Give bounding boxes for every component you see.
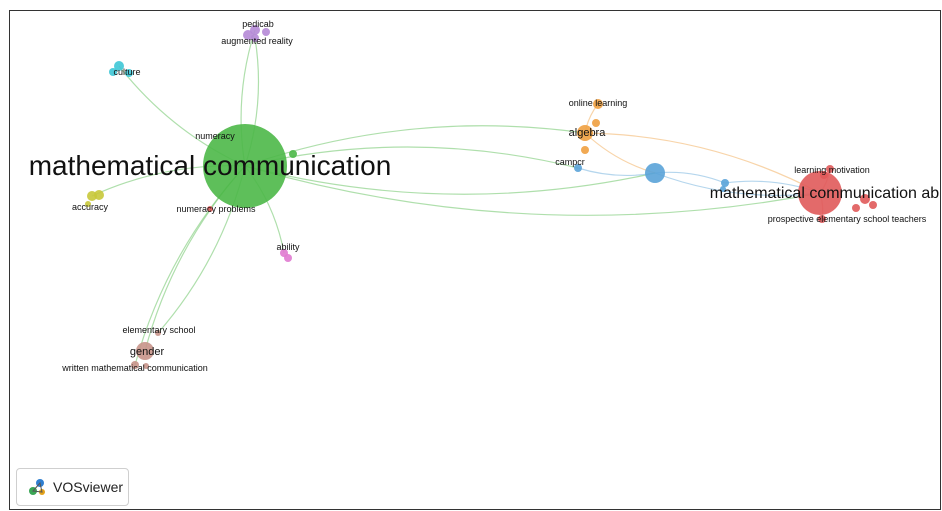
node-minor-14[interactable]	[720, 186, 726, 192]
node-mc[interactable]	[203, 124, 287, 208]
vosviewer-logo[interactable]: VOSviewer	[16, 468, 129, 506]
node-campcr[interactable]	[574, 164, 582, 172]
label-numeracy-problems[interactable]: numeracy problems	[176, 204, 256, 214]
link-algebra-blue_hub	[584, 132, 656, 174]
node-minor-15[interactable]	[143, 363, 149, 369]
node-culture[interactable]	[114, 61, 124, 71]
link-mc-mca	[244, 165, 821, 216]
node-elementary-school[interactable]	[155, 330, 161, 336]
link-mc-algebra	[244, 125, 586, 167]
label-gender[interactable]: gender	[130, 346, 165, 358]
node-ability[interactable]	[280, 249, 288, 257]
node-augmented-reality[interactable]	[251, 34, 259, 42]
vosviewer-icon	[29, 479, 45, 495]
node-accuracy[interactable]	[87, 191, 97, 201]
label-accuracy[interactable]: accuracy	[72, 202, 109, 212]
label-pedicab[interactable]: pedicab	[242, 19, 274, 29]
node-minor-12[interactable]	[852, 204, 860, 212]
node-learning-motivation[interactable]	[826, 165, 834, 173]
node-gender[interactable]	[136, 342, 154, 360]
node-layer	[85, 25, 877, 369]
link-mc-blue_hub	[244, 165, 656, 195]
label-wmc[interactable]: written mathematical communication	[61, 363, 208, 373]
label-pest[interactable]: prospective elementary school teachers	[768, 214, 927, 224]
label-augmented-reality[interactable]: augmented reality	[221, 36, 293, 46]
label-campcr[interactable]: campcr	[555, 157, 585, 167]
brand-name: VOSviewer	[53, 479, 124, 495]
label-ability[interactable]: ability	[276, 242, 300, 252]
node-minor-4[interactable]	[125, 69, 133, 77]
link-mc-campcr	[244, 146, 579, 169]
network-visualization[interactable]: mathematical communication mathematical c…	[9, 10, 941, 510]
node-minor-10[interactable]	[860, 194, 870, 204]
label-elementary-school[interactable]: elementary school	[122, 325, 195, 335]
node-minor-9[interactable]	[581, 146, 589, 154]
link-algebra-mca	[584, 132, 821, 194]
node-blue-small[interactable]	[721, 179, 729, 187]
label-algebra[interactable]: algebra	[569, 127, 607, 139]
node-online-learning[interactable]	[593, 99, 603, 109]
node-minor-3[interactable]	[109, 68, 117, 76]
label-learning-motivation[interactable]: learning motivation	[794, 165, 870, 175]
node-algebra[interactable]	[577, 125, 593, 141]
label-culture[interactable]: culture	[113, 67, 140, 77]
node-pest[interactable]	[818, 215, 826, 223]
node-minor-0[interactable]	[289, 150, 297, 158]
label-mca[interactable]: mathematical communication abilit	[710, 185, 941, 202]
network-canvas[interactable]: mathematical communication mathematical c…	[10, 11, 941, 510]
node-wmc[interactable]	[131, 361, 139, 369]
node-minor-11[interactable]	[869, 201, 877, 209]
node-pedicab[interactable]	[250, 25, 260, 35]
node-blue-hub[interactable]	[645, 163, 665, 183]
label-layer: mathematical communication mathematical c…	[29, 19, 941, 373]
node-minor-1[interactable]	[243, 30, 253, 40]
node-minor-8[interactable]	[592, 119, 600, 127]
label-numeracy[interactable]: numeracy	[195, 131, 235, 141]
node-mca[interactable]	[798, 171, 842, 215]
node-minor-2[interactable]	[262, 28, 270, 36]
label-online-learning[interactable]: online learning	[569, 98, 628, 108]
link-blue_hub-blue_small	[654, 171, 726, 184]
node-minor-6[interactable]	[85, 201, 91, 207]
node-numeracy-problems[interactable]	[207, 206, 213, 212]
label-mc[interactable]: mathematical communication	[29, 150, 392, 181]
